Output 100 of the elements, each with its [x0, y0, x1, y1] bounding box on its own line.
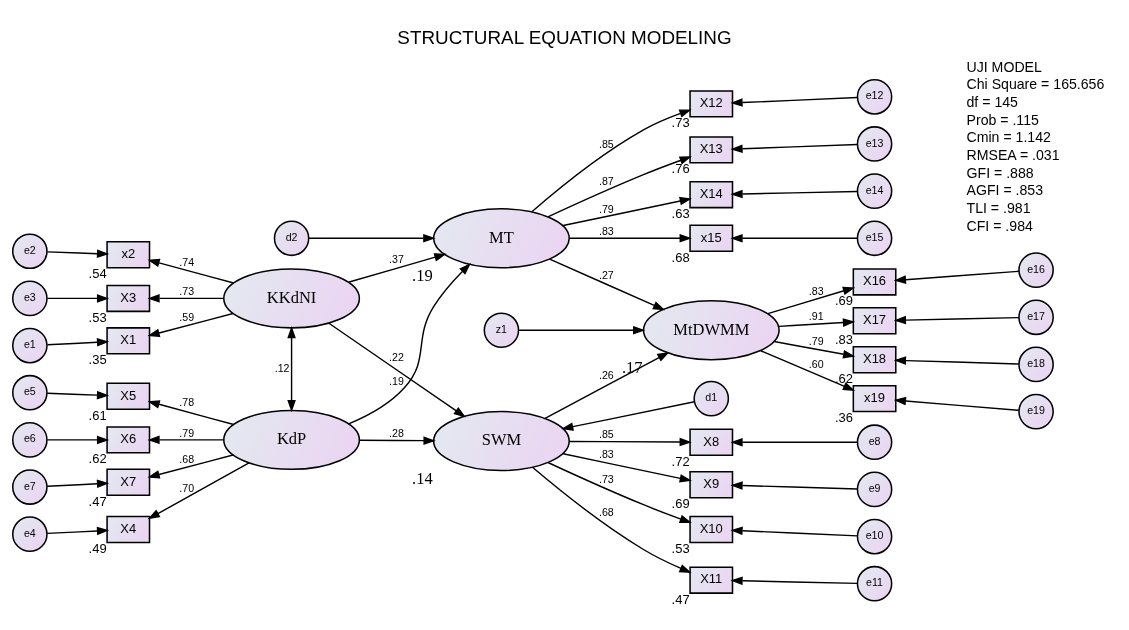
node-box: X14: [689, 180, 734, 208]
arrow: [147, 293, 225, 303]
arrow: [531, 108, 692, 212]
arrow: [328, 322, 466, 417]
label: CFI = .984: [966, 217, 1033, 234]
node-label: .54: [88, 265, 107, 281]
node-ellipse: KKdNI: [223, 267, 361, 329]
label: TLI = .981: [966, 199, 1031, 216]
node-box: x15: [689, 224, 734, 252]
edge-label: .87: [598, 174, 614, 187]
node-circle: e2: [12, 232, 48, 269]
node-circle: e7: [12, 468, 48, 505]
node-box: X3: [106, 284, 151, 312]
arrow: [568, 437, 692, 446]
node-circle: e10: [856, 518, 893, 554]
edge-label: .26: [598, 368, 614, 381]
edge-label: .60: [808, 357, 824, 370]
node-circle: d1: [693, 380, 730, 416]
arrow: [358, 435, 436, 445]
node-box: X16: [852, 267, 897, 296]
arrow: [893, 315, 1020, 324]
node-circle: e8: [856, 423, 893, 460]
arrow: [562, 196, 692, 226]
node-label: .72: [671, 453, 690, 469]
arrow: [147, 435, 225, 444]
arrow: [46, 248, 110, 258]
arrow: [46, 293, 110, 303]
arrow: [773, 340, 856, 358]
arrow: [568, 233, 692, 243]
arrow: [730, 480, 859, 490]
edge-label: .79: [598, 202, 614, 215]
node-label: .19: [412, 265, 433, 285]
arrow: [730, 96, 859, 107]
node-circle: e13: [856, 125, 893, 162]
label: AGFI = .853: [966, 181, 1044, 198]
node-label: .49: [88, 540, 107, 556]
arrow: [46, 526, 110, 535]
node-circle: e11: [856, 565, 893, 602]
node-circle: e3: [12, 280, 48, 316]
arrow: [549, 257, 666, 310]
node-box: X1: [106, 326, 151, 355]
arrow: [147, 461, 250, 519]
node-label: .68: [671, 249, 690, 265]
node-box: X7: [106, 468, 151, 496]
edge-label: .68: [598, 505, 614, 518]
label: RMSEA = .031: [966, 146, 1060, 163]
label: Chi Square = 165.656: [966, 75, 1105, 92]
node-circle: e4: [12, 515, 48, 552]
arrow: [347, 262, 471, 424]
node-label: .69: [834, 292, 853, 308]
node-circle: e16: [1018, 251, 1054, 288]
node-circle: z1: [483, 311, 520, 348]
edge-label: .78: [179, 395, 195, 408]
arrow: [517, 325, 646, 335]
edge-label: .85: [598, 427, 614, 440]
label: UJI MODEL: [966, 58, 1042, 75]
arrow: [547, 155, 692, 218]
edge-label: .70: [179, 481, 195, 494]
node-circle: e5: [12, 374, 48, 411]
node-label: .35: [88, 351, 107, 367]
node-ellipse: SWM: [432, 410, 570, 471]
arrow: [562, 452, 692, 483]
node-label: .53: [88, 309, 107, 325]
arrow: [893, 396, 1020, 411]
edge-label: .28: [389, 426, 404, 439]
edge-label: .59: [179, 310, 195, 323]
arrow: [544, 351, 670, 419]
arrow: [46, 435, 110, 444]
arrow: [893, 355, 1020, 365]
node-label: .62: [88, 450, 107, 466]
edge-label: .79: [808, 334, 824, 347]
node-label: .76: [671, 160, 690, 176]
node-label: .14: [412, 468, 433, 488]
edge-label: .19: [389, 374, 404, 387]
arrow: [531, 466, 692, 573]
arrow: [730, 143, 859, 153]
label: Cmin = 1.142: [966, 128, 1051, 145]
node-box: x19: [852, 384, 897, 412]
node-box: X9: [689, 470, 734, 498]
node-label: .83: [834, 331, 853, 347]
node-label: .62: [834, 370, 853, 386]
arrow: [730, 576, 859, 585]
arrow: [147, 258, 235, 284]
node-circle: e14: [856, 172, 893, 209]
label: Prob = .115: [966, 111, 1039, 128]
node-label: .73: [671, 114, 690, 130]
node-box: X6: [106, 425, 151, 454]
arrow: [561, 400, 696, 431]
node-box: X12: [689, 89, 734, 118]
node-label: .47: [671, 591, 690, 607]
arrow: [767, 286, 856, 314]
node-circle: e17: [1018, 298, 1054, 335]
arrow: [147, 312, 234, 337]
edge-label: .73: [179, 284, 195, 297]
node-label: .36: [834, 409, 853, 425]
node-ellipse: KdP: [223, 409, 361, 470]
arrow: [730, 437, 859, 447]
node-label: .47: [88, 493, 107, 509]
edge-label: .73: [598, 472, 614, 485]
arrow: [730, 233, 859, 243]
